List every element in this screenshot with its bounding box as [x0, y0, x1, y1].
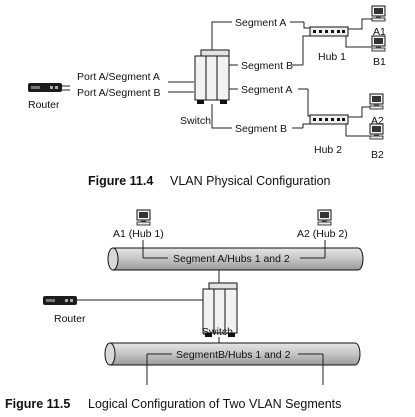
hub-1-label: Hub 1 [318, 51, 346, 63]
figure-11-5-caption: Logical Configuration of Two VLAN Segmen… [88, 397, 341, 411]
a1-hub1-label: A1 (Hub 1) [113, 228, 164, 240]
figure-11-4-number: Figure 11.4 [88, 174, 153, 188]
pc-a2-hub2-icon [317, 209, 332, 226]
pc-a1-icon [371, 5, 386, 22]
switch-label: Switch [180, 115, 211, 127]
segment-a-top-label: Segment A [235, 17, 286, 29]
logical-switch-label: Switch [202, 326, 233, 338]
a2-hub2-label: A2 (Hub 2) [297, 228, 348, 240]
figure-11-5-number: Figure 11.5 [5, 397, 70, 411]
hub-1-icon [309, 26, 349, 37]
figure-11-5: A1 (Hub 1) A2 (Hub 2) Segment A/Hubs 1 a… [5, 209, 364, 411]
router-label: Router [28, 99, 60, 111]
segment-a-hubs-label: Segment A/Hubs 1 and 2 [173, 253, 290, 265]
pc-b1-icon [371, 35, 386, 52]
b2-label: B2 [371, 149, 384, 161]
a1-label: A1 [373, 26, 386, 38]
hub-2-label: Hub 2 [314, 144, 342, 156]
segment-b-hubs-label: SegmentB/Hubs 1 and 2 [176, 349, 291, 361]
segment-b-pipe [104, 342, 361, 366]
segment-b-bottom-label: Segment B [235, 123, 287, 135]
port-a-segment-b-label: Port A/Segment B [77, 87, 160, 99]
segment-a-pipe [107, 247, 364, 271]
b1-label: B1 [373, 56, 386, 68]
switch-icon [194, 49, 230, 105]
logical-router-icon [43, 296, 77, 305]
logical-router-label: Router [54, 313, 86, 325]
pc-a1-hub1-icon [136, 209, 151, 226]
figure-11-4-caption: VLAN Physical Configuration [170, 174, 331, 188]
pc-b2-icon [369, 123, 384, 140]
pc-a2-icon [369, 93, 384, 110]
hub-2-icon [309, 114, 349, 125]
segment-b-top-label: Segment B [241, 60, 293, 72]
figure-11-4: Router Port A/Segment A Port A/Segment B… [28, 5, 386, 188]
router-icon [28, 83, 62, 92]
segment-a-bottom-label: Segment A [241, 84, 292, 96]
port-a-segment-a-label: Port A/Segment A [77, 71, 160, 83]
